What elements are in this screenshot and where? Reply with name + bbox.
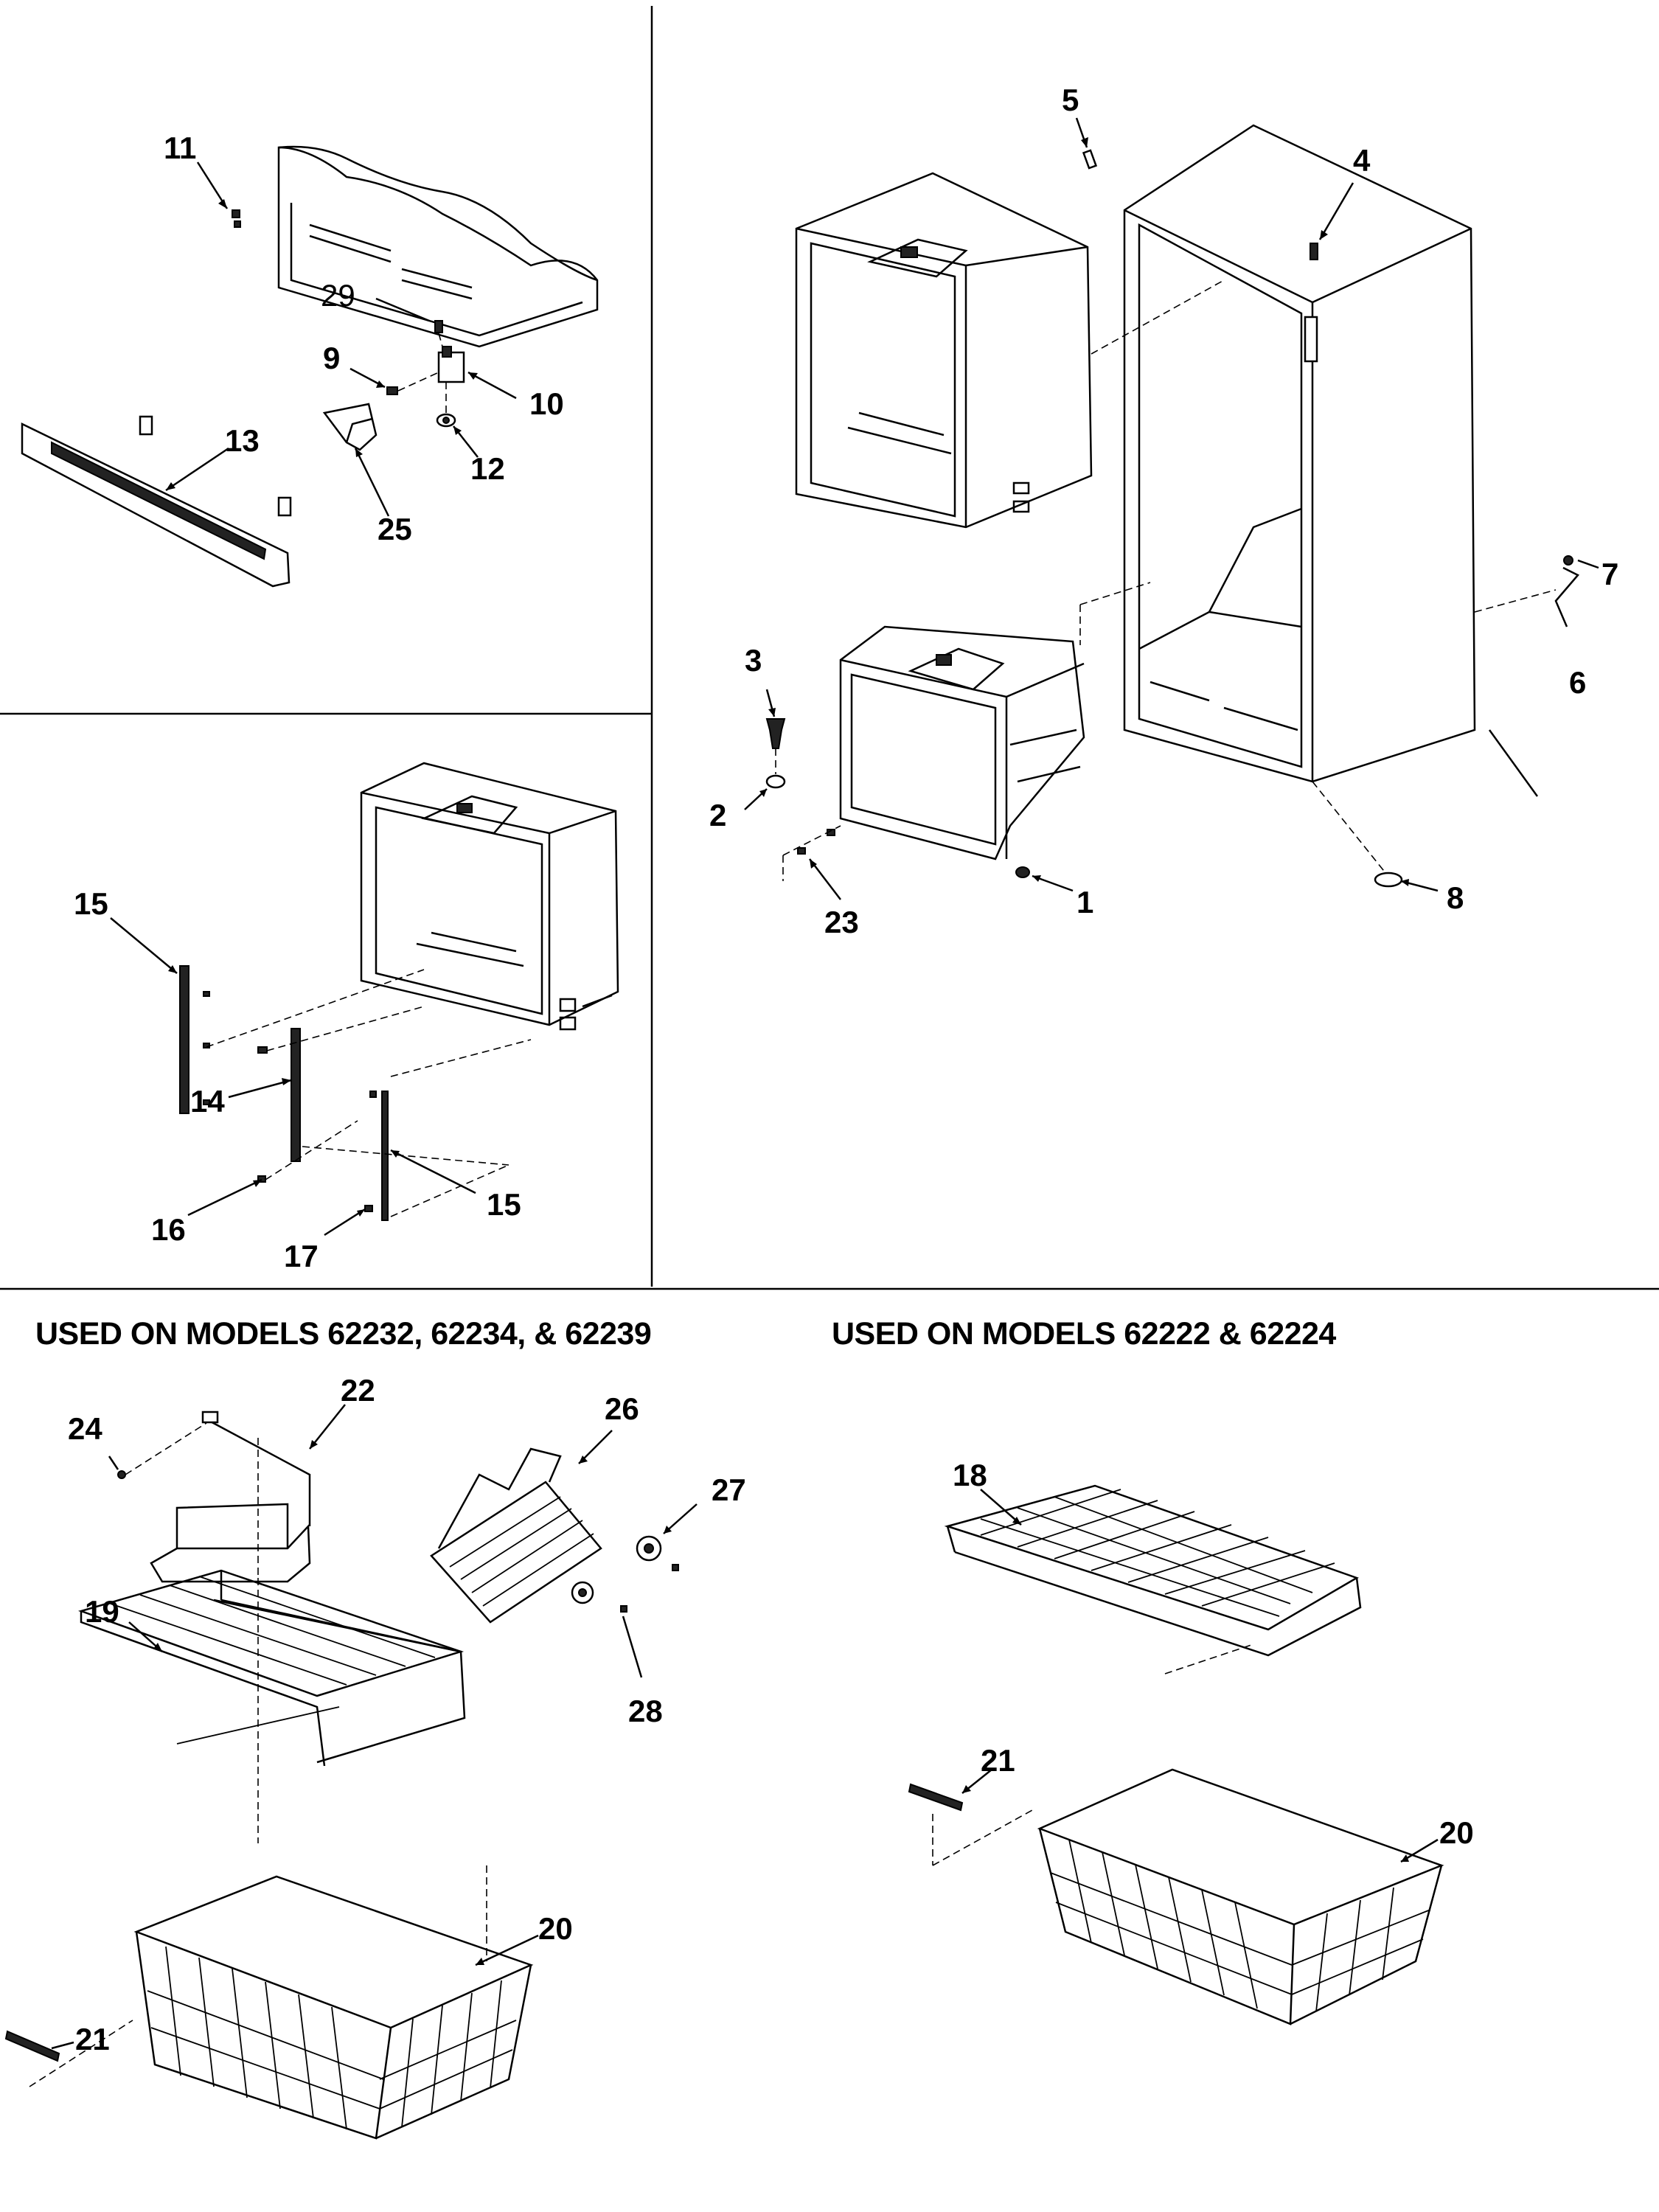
callout-16: 16 xyxy=(151,1212,186,1247)
callout-15-upper: 15 xyxy=(74,886,108,921)
callout-9: 9 xyxy=(323,341,340,375)
heading-right-models: USED ON MODELS 62222 & 62224 xyxy=(832,1316,1336,1352)
callout-18: 18 xyxy=(953,1458,987,1492)
left-shelves-assembly xyxy=(4,1411,679,2140)
bottom-right-callouts xyxy=(961,1489,1439,1863)
callout-24: 24 xyxy=(68,1411,102,1446)
callout-14: 14 xyxy=(190,1084,225,1119)
top-left-callouts xyxy=(165,161,517,517)
callout-5: 5 xyxy=(1062,83,1079,117)
top-trim-assembly xyxy=(21,145,599,588)
callout-29: 29 xyxy=(321,278,355,313)
callout-12: 12 xyxy=(470,451,505,486)
callout-27: 27 xyxy=(712,1472,746,1507)
callout-17: 17 xyxy=(284,1239,319,1273)
right-shelves-assembly xyxy=(908,1484,1444,2025)
callout-8: 8 xyxy=(1447,880,1464,915)
callout-1: 1 xyxy=(1077,885,1093,919)
callout-2: 2 xyxy=(709,798,726,832)
top-right-callouts xyxy=(744,117,1599,900)
callout-10: 10 xyxy=(529,386,564,421)
middle-left-callouts xyxy=(110,917,476,1237)
callout-21-left: 21 xyxy=(75,2022,110,2056)
callout-7: 7 xyxy=(1601,557,1618,591)
callout-13: 13 xyxy=(225,423,260,458)
heading-left-models: USED ON MODELS 62232, 62234, & 62239 xyxy=(35,1316,652,1352)
liner-with-rails xyxy=(179,762,619,1221)
callout-11: 11 xyxy=(164,131,196,165)
callout-4: 4 xyxy=(1353,143,1371,178)
bottom-left-callouts xyxy=(51,1404,698,2050)
callout-15-lower: 15 xyxy=(487,1187,521,1222)
callout-26: 26 xyxy=(605,1391,639,1426)
callout-25: 25 xyxy=(378,512,412,546)
cabinet-assembly xyxy=(765,124,1579,888)
callout-23: 23 xyxy=(824,905,859,939)
callout-20-right: 20 xyxy=(1439,1815,1474,1850)
callout-19: 19 xyxy=(85,1594,119,1629)
callout-6: 6 xyxy=(1569,665,1586,700)
callout-21-right: 21 xyxy=(981,1743,1015,1778)
callout-20-left: 20 xyxy=(538,1911,573,1946)
callout-28: 28 xyxy=(628,1694,663,1728)
callout-3: 3 xyxy=(745,643,762,678)
callout-22: 22 xyxy=(341,1373,375,1408)
